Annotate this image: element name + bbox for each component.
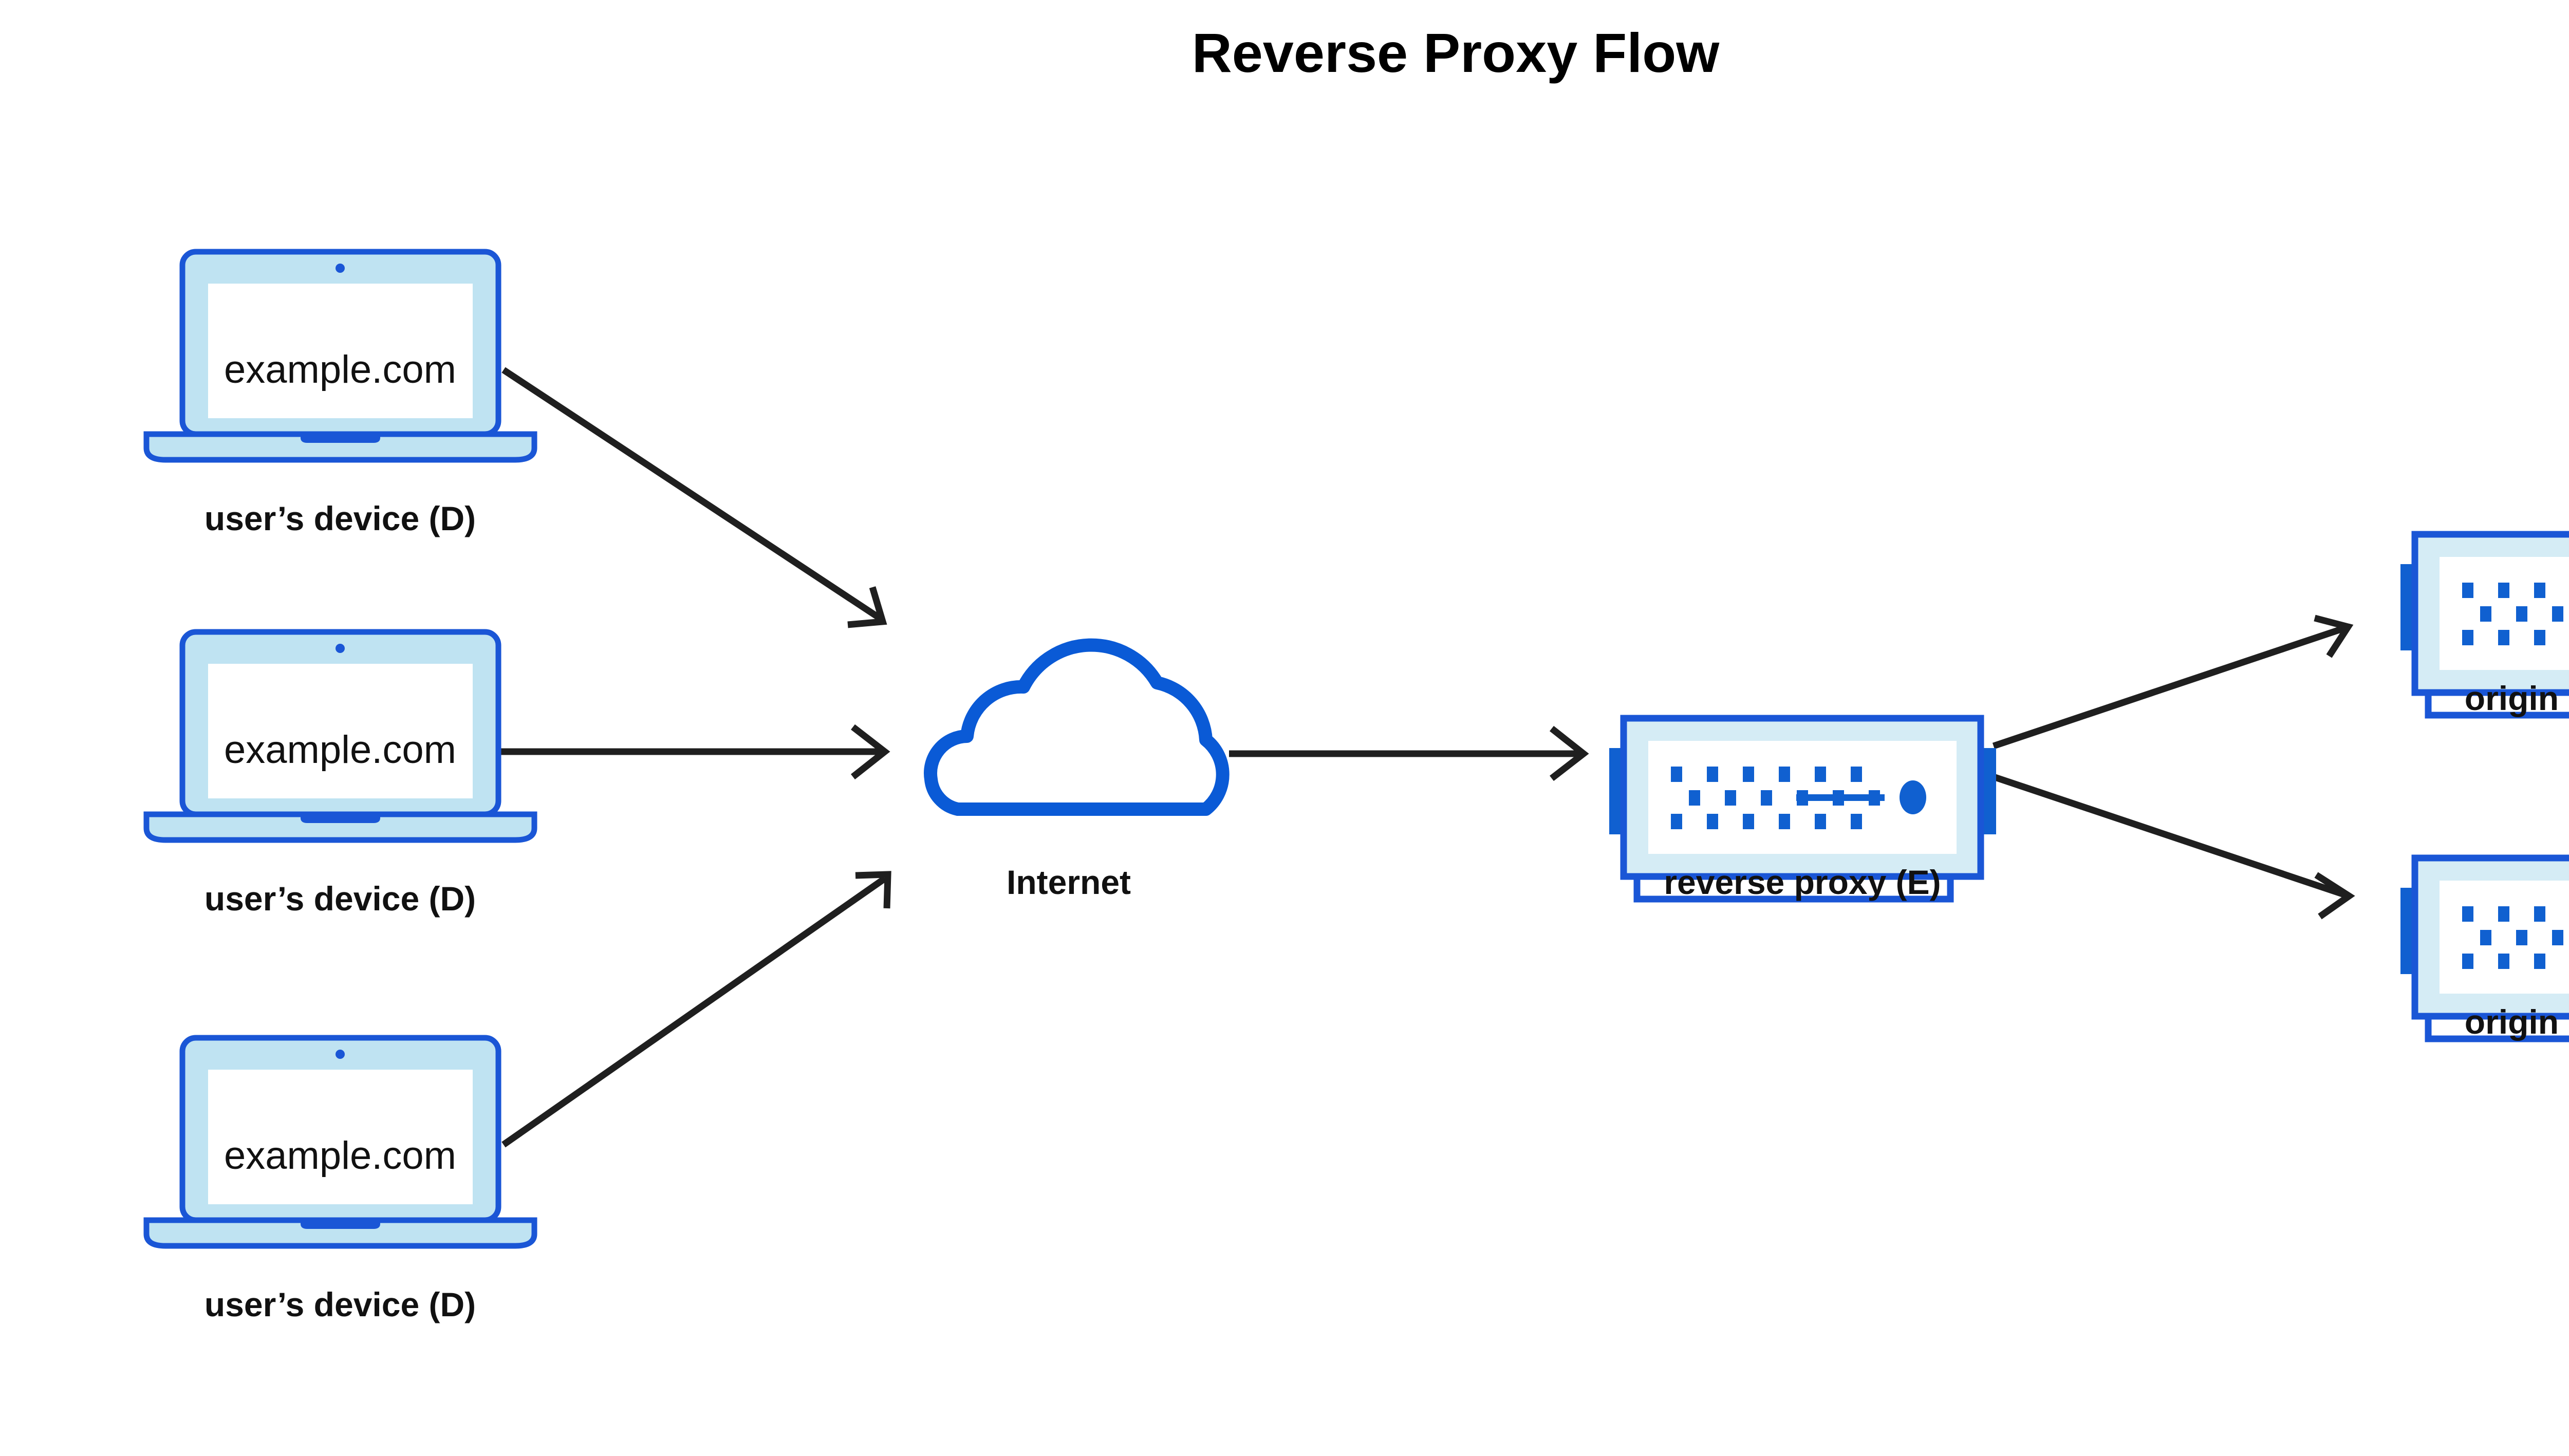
- edge-device3-to-internet: [501, 871, 891, 1148]
- edge-device1-to-internet: [501, 367, 887, 628]
- reverse-proxy-label: reverse proxy (E): [1664, 863, 1941, 901]
- cloud-icon: [930, 645, 1223, 809]
- node-internet[interactable]: Internet: [930, 645, 1223, 901]
- edge-proxy-to-origin2: [1992, 773, 2355, 920]
- edge-internet-to-proxy: [1229, 725, 1589, 781]
- origin-server-label: origin server (F): [2465, 1003, 2569, 1041]
- device-label: user’s device (D): [204, 880, 476, 918]
- node-origin-server-1[interactable]: origin server (F): [2400, 534, 2569, 717]
- device-screen-text: example.com: [224, 1134, 456, 1178]
- edge-device2-to-internet: [501, 724, 890, 780]
- device-label: user’s device (D): [204, 499, 476, 537]
- device-screen-text: example.com: [224, 728, 456, 772]
- device-label: user’s device (D): [204, 1285, 476, 1323]
- origin-server-label: origin server (F): [2465, 679, 2569, 717]
- page-title: Reverse Proxy Flow: [1192, 22, 1720, 84]
- edge-proxy-to-origin1: [1992, 614, 2354, 750]
- node-user-device-2[interactable]: example.com user’s device (D): [146, 632, 534, 918]
- node-user-device-1[interactable]: example.com user’s device (D): [146, 252, 534, 537]
- node-origin-server-2[interactable]: origin server (F): [2400, 858, 2569, 1041]
- node-reverse-proxy[interactable]: reverse proxy (E): [1609, 718, 1996, 901]
- node-user-device-3[interactable]: example.com user’s device (D): [146, 1038, 534, 1323]
- device-screen-text: example.com: [224, 348, 456, 391]
- internet-label: Internet: [1007, 863, 1131, 901]
